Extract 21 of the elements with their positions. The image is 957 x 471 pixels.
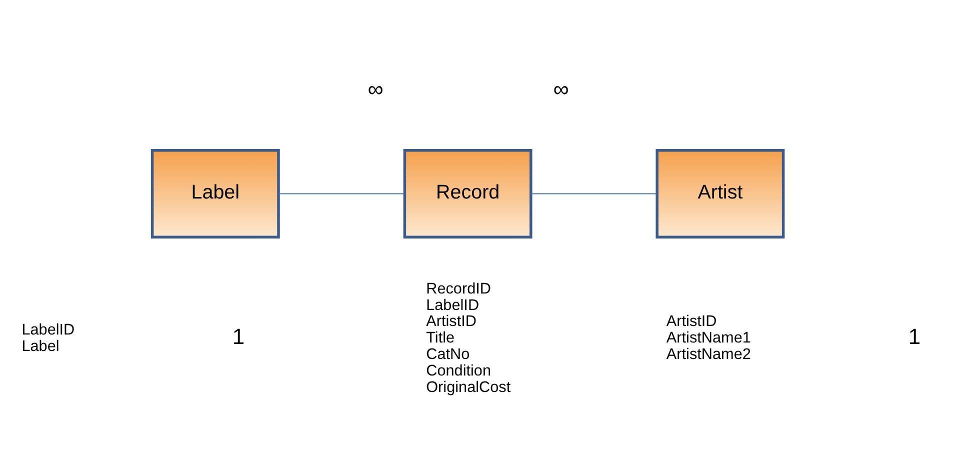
node-label: Title: [426, 329, 455, 346]
node-label: RecordID: [426, 280, 491, 297]
node-label: ArtistID: [426, 312, 476, 330]
node-label: Label: [22, 337, 60, 354]
node-label: Condition: [426, 362, 492, 380]
node-box: Record: [403, 148, 532, 238]
node-label: ArtistName2: [666, 346, 751, 363]
node-label: OriginalCost: [426, 378, 511, 396]
node-label: ArtistID: [666, 312, 717, 330]
node-label: CatNo: [426, 346, 470, 363]
connector: [278, 192, 405, 194]
node-box: Label: [150, 148, 280, 238]
label: ∞: [368, 76, 384, 102]
connector: [530, 192, 657, 194]
node-label: LabelID: [22, 320, 75, 338]
label: 1: [908, 324, 921, 349]
node-box: Artist: [656, 148, 785, 238]
node-label: LabelID: [426, 296, 480, 314]
label: ∞: [553, 76, 569, 102]
label: 1: [232, 324, 245, 349]
node-label: ArtistName1: [666, 329, 751, 346]
